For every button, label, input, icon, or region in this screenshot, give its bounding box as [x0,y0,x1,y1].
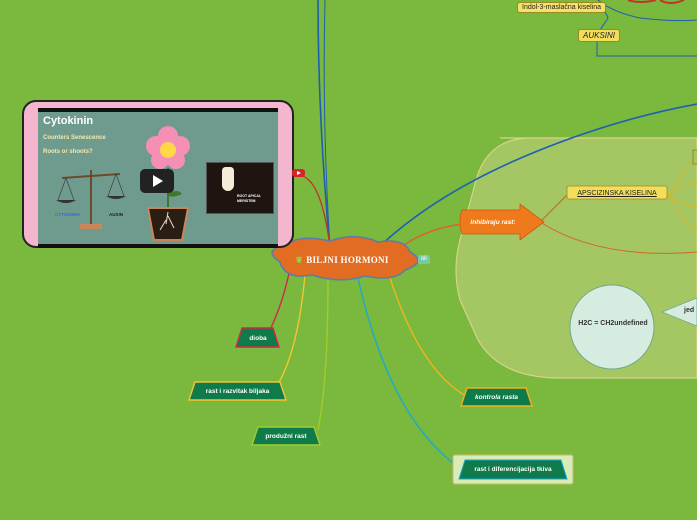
h2c-circle [569,284,655,370]
diferencijacija-label[interactable]: rast i diferencijacija tkiva [474,466,552,473]
produzni-label[interactable]: produžni rast [265,432,307,440]
apscizinska-label[interactable]: APSCIZINSKA KISELINA [577,189,657,197]
jed-label[interactable]: jed [684,307,695,314]
indol-tag[interactable]: Indol-3-maslačna kiselina [517,2,606,13]
connector-h2c [539,221,697,254]
youtube-icon[interactable] [292,169,305,177]
meristem-panel: ROOT APICAL MERISTEM [206,162,274,214]
dioba-label[interactable]: dioba [249,334,267,342]
video-title: Cytokinin [43,115,94,127]
video-subtitle-1: Counters Senescence [43,135,106,141]
connector-diferencijacija [357,277,461,469]
kontrola-node-shape [460,387,533,407]
rast-razvitak-node-shape [188,381,287,401]
flower-icon [146,126,190,241]
connector-sub-2 [667,182,697,197]
central-cloud [271,235,419,281]
dioba-node-shape [235,327,280,348]
edge-box-1 [692,149,697,165]
inhibiraju-label[interactable]: inhibiraju rast: [470,218,516,226]
rast-razvitak-label[interactable]: rast i razvitak biljaka [205,387,270,395]
jed-shape [660,297,697,327]
connector-video [299,174,331,249]
central-topic-label: BILJNI HORMONI [306,255,389,265]
meristem-label: ROOT APICAL MERISTEM [237,194,261,203]
sprout-icon: ❦ [295,254,304,265]
kontrola-label[interactable]: kontrola rasta [475,393,518,401]
auksini-tag[interactable]: AUKSINI [578,29,621,42]
scale-right-label: AUXIN [109,212,124,217]
red-decoration [627,0,685,4]
connector-top-right [597,0,697,22]
root-tip-icon [222,167,234,191]
apscizinska-node-shape [566,185,668,200]
connector-top-blue2 [323,0,331,249]
h2c-label[interactable]: H2C = CH2undefined [578,320,648,327]
connector-produzni [317,277,329,431]
ok-badge: ok [418,255,430,264]
connector-right-blue [379,103,697,247]
play-icon[interactable] [140,169,174,193]
video-card[interactable]: Cytokinin Counters Senescence Roots or s… [22,100,294,248]
connector-top-blue [317,0,331,249]
connector-sub-4 [667,195,697,229]
produzni-node-shape [251,426,321,446]
connector-kontrola [389,277,467,397]
balance-scale-icon [56,170,126,229]
connector-auksini [596,40,697,57]
connector-rast-razvitak [277,274,306,385]
video-subtitle-2: Roots or shoots? [43,149,93,155]
diferencijacija-node-shape [458,459,568,480]
central-topic[interactable]: ❦ BILJNI HORMONI [267,241,417,279]
video-thumbnail[interactable]: Cytokinin Counters Senescence Roots or s… [38,108,278,248]
scale-left-label: CYTOKININ [55,212,80,217]
connector-sub-3 [667,195,697,208]
inhibit-node-shape [459,203,545,241]
